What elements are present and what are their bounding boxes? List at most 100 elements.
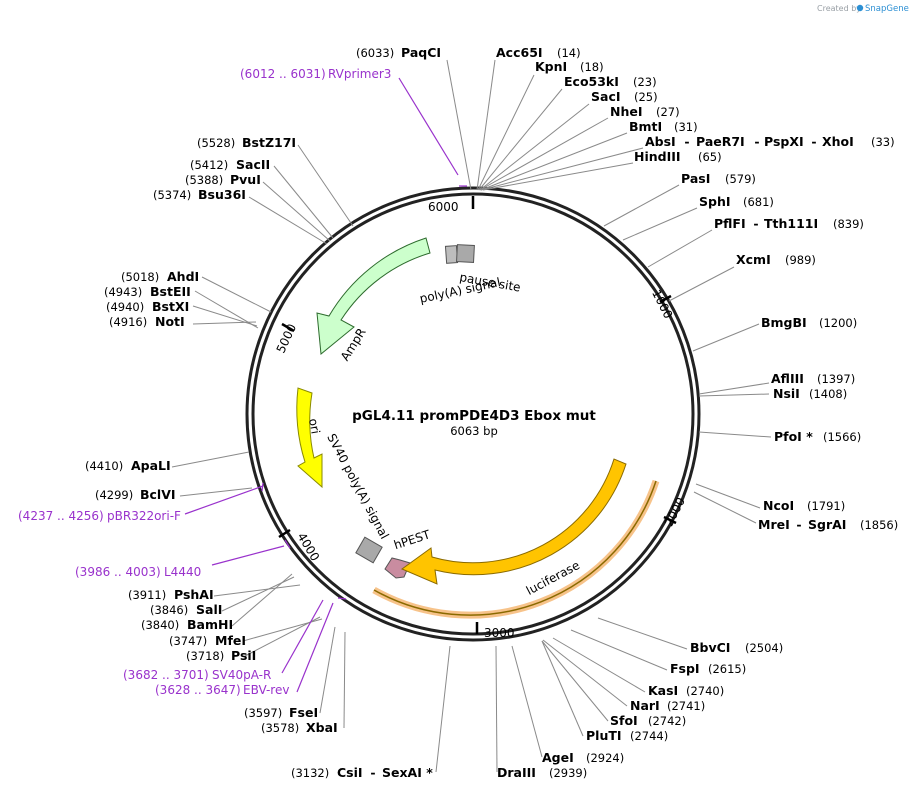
snapgene-logo-icon	[856, 4, 864, 12]
svg-text:KasI: KasI	[648, 683, 678, 698]
site-pshai[interactable]: (3911) PshAI	[128, 587, 214, 602]
site-acc65i[interactable]: Acc65I (14)	[496, 45, 581, 60]
site-ahdi[interactable]: (5018) AhdI	[121, 269, 199, 284]
tick-label-5000: 5000	[274, 322, 300, 356]
svg-text:HindIII: HindIII	[634, 149, 681, 164]
site-sfoi[interactable]: SfoI (2742)	[610, 713, 686, 728]
site-pflfi-group[interactable]: PflFI - Tth111I (839)	[714, 216, 864, 231]
site-xcmi[interactable]: XcmI (989)	[736, 252, 816, 267]
svg-text:DraIII: DraIII	[497, 765, 536, 780]
primer-l4440[interactable]: (3986 .. 4003) L4440	[75, 565, 201, 579]
feature-poly-a-signal-box[interactable]	[444, 245, 459, 264]
feature-label-hpest: hPEST	[392, 527, 433, 552]
svg-text:(2939): (2939)	[549, 766, 587, 780]
svg-text:Acc65I: Acc65I	[496, 45, 543, 60]
svg-text:-: -	[366, 765, 380, 780]
tick-4000	[278, 528, 291, 539]
svg-text:SphI: SphI	[699, 194, 731, 209]
svg-text:-: -	[792, 517, 806, 532]
site-kasi[interactable]: KasI (2740)	[648, 683, 724, 698]
site-pasi[interactable]: PasI (579)	[681, 171, 756, 186]
site-fspi[interactable]: FspI (2615)	[670, 661, 746, 676]
site-eco53ki[interactable]: Eco53kI (23)	[564, 74, 657, 89]
site-hindiii[interactable]: HindIII (65)	[634, 149, 722, 164]
svg-text:-: -	[749, 216, 763, 231]
svg-text:(3846): (3846)	[150, 603, 188, 617]
svg-text:(1200): (1200)	[819, 316, 857, 330]
primers: (6012 .. 6031) RVprimer3 (4237 .. 4256) …	[18, 67, 391, 697]
feature-pause-site-box[interactable]	[456, 244, 475, 263]
site-bsu36i[interactable]: (5374) Bsu36I	[153, 187, 246, 202]
site-nhei[interactable]: NheI (27)	[610, 104, 680, 119]
svg-text:NarI: NarI	[630, 698, 660, 713]
site-pluti[interactable]: PluTI (2744)	[586, 728, 668, 743]
site-fsei[interactable]: (3597) FseI	[244, 705, 318, 720]
site-sali[interactable]: (3846) SalI	[150, 602, 222, 617]
svg-text:BmtI: BmtI	[629, 119, 662, 134]
site-csii-group[interactable]: (3132) CsiI - SexAI *	[291, 765, 433, 780]
site-ncoi[interactable]: NcoI (1791)	[763, 498, 845, 513]
tick-marks	[278, 196, 677, 634]
site-bstz17i[interactable]: (5528) BstZ17I	[197, 135, 296, 150]
site-mfei[interactable]: (3747) MfeI	[169, 633, 246, 648]
site-pvui[interactable]: (5388) PvuI	[185, 172, 261, 187]
site-bmti[interactable]: BmtI (31)	[629, 119, 698, 134]
site-afliii[interactable]: AflIII (1397)	[771, 371, 855, 386]
snapgene-watermark[interactable]: Created by SnapGene	[817, 4, 909, 14]
site-nari[interactable]: NarI (2741)	[630, 698, 705, 713]
svg-text:(839): (839)	[833, 217, 864, 231]
svg-text:(1397): (1397)	[817, 372, 855, 386]
svg-text:BbvCI: BbvCI	[690, 640, 730, 655]
feature-ampr[interactable]	[316, 237, 431, 355]
site-noti[interactable]: (4916) NotI	[109, 314, 185, 329]
site-nsii[interactable]: NsiI (1408)	[773, 386, 847, 401]
svg-text:(2924): (2924)	[586, 751, 624, 765]
site-psii[interactable]: (3718) PsiI	[186, 648, 256, 663]
site-agei[interactable]: AgeI (2924)	[542, 750, 624, 765]
svg-text:PfoI *: PfoI *	[774, 429, 813, 444]
svg-text:NcoI: NcoI	[763, 498, 794, 513]
svg-text:(3682 .. 3701): (3682 .. 3701)	[123, 668, 209, 682]
site-bstxi[interactable]: (4940) BstXI	[106, 299, 189, 314]
primer-pbr322ori-f[interactable]: (4237 .. 4256) pBR322ori-F	[18, 509, 181, 523]
site-bmgbi[interactable]: BmgBI (1200)	[761, 315, 857, 330]
svg-text:(2615): (2615)	[708, 662, 746, 676]
feature-luciferase[interactable]	[400, 458, 627, 585]
site-sphi[interactable]: SphI (681)	[699, 194, 774, 209]
site-pfoi[interactable]: PfoI * (1566)	[774, 429, 861, 444]
feature-ori[interactable]	[296, 387, 323, 489]
site-bamhi[interactable]: (3840) BamHI	[141, 617, 233, 632]
feature-sv40-poly-a-signal-box[interactable]	[355, 536, 383, 564]
svg-text:(3986 .. 4003): (3986 .. 4003)	[75, 565, 161, 579]
svg-text:(5388): (5388)	[185, 173, 223, 187]
site-xbai[interactable]: (3578) XbaI	[261, 720, 338, 735]
svg-text:(6012 .. 6031): (6012 .. 6031)	[240, 67, 326, 81]
svg-text:(65): (65)	[698, 150, 722, 164]
site-kpni[interactable]: KpnI (18)	[535, 59, 604, 74]
site-bsteii[interactable]: (4943) BstEII	[104, 284, 191, 299]
site-bclvi[interactable]: (4299) BclVI	[95, 487, 176, 502]
primer-rvprimer3[interactable]: (6012 .. 6031) RVprimer3	[240, 67, 391, 81]
svg-text:(5018): (5018)	[121, 270, 159, 284]
svg-text:KpnI: KpnI	[535, 59, 567, 74]
site-draiii[interactable]: DraIII (2939)	[497, 765, 587, 780]
site-mrei-group[interactable]: MreI - SgrAI (1856)	[758, 517, 898, 532]
svg-text:(1856): (1856)	[860, 518, 898, 532]
restriction-sites: (6033) PaqCI Acc65I (14) KpnI (18) Eco53…	[85, 45, 898, 780]
site-absi-group[interactable]: AbsI - PaeR7I - PspXI - XhoI (33)	[645, 134, 895, 149]
site-apali[interactable]: (4410) ApaLI	[85, 458, 171, 473]
primer-sv40pa-r[interactable]: (3682 .. 3701) SV40pA-R	[123, 668, 271, 682]
feature-hpest[interactable]	[384, 557, 411, 579]
site-paqci[interactable]: (6033) PaqCI	[356, 45, 441, 60]
svg-text:(6033): (6033)	[356, 46, 394, 60]
svg-text:(579): (579)	[725, 172, 756, 186]
svg-text:PflFI: PflFI	[714, 216, 746, 231]
primer-ebv-rev[interactable]: (3628 .. 3647) EBV-rev	[155, 683, 289, 697]
svg-text:(31): (31)	[674, 120, 698, 134]
site-saci[interactable]: SacI (25)	[591, 89, 658, 104]
site-bbvci[interactable]: BbvCI (2504)	[690, 640, 783, 655]
leader-lines	[171, 59, 772, 773]
svg-text:(1408): (1408)	[809, 387, 847, 401]
site-sacii[interactable]: (5412) SacII	[190, 157, 270, 172]
svg-text:BmgBI: BmgBI	[761, 315, 807, 330]
